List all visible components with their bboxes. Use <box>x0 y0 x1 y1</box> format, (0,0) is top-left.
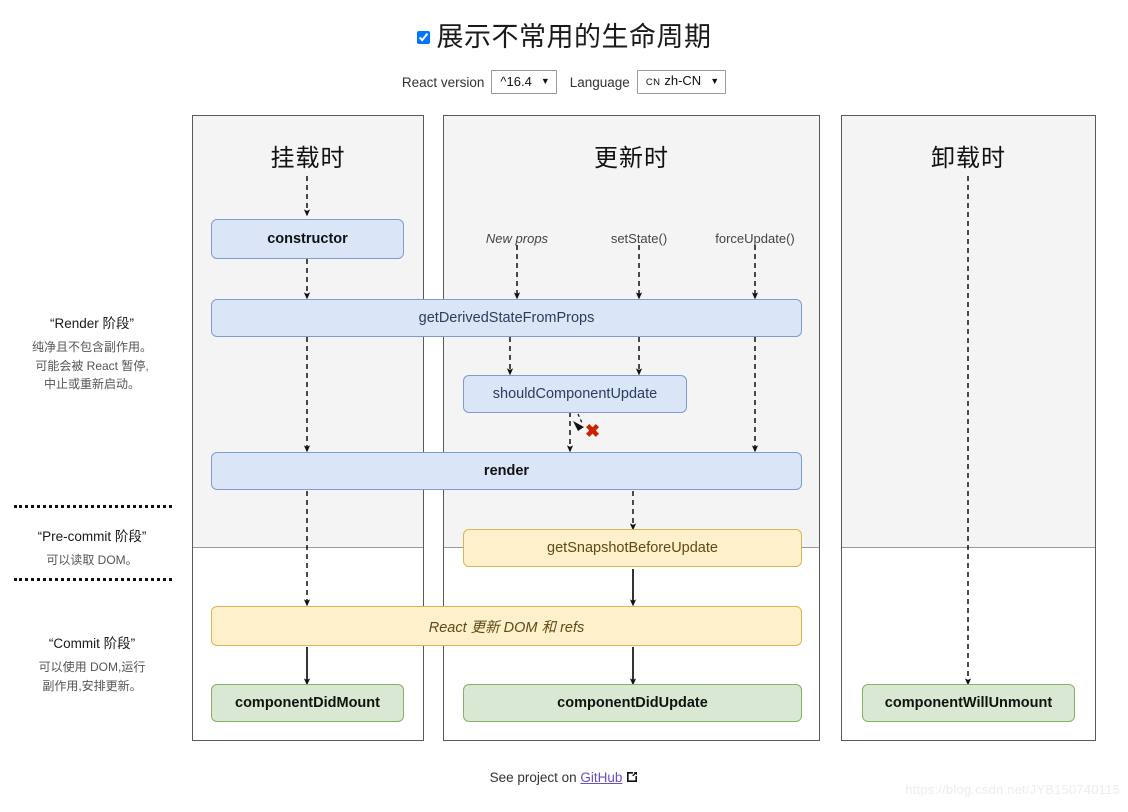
page-title: 展示不常用的生命周期 <box>436 22 712 52</box>
language-label: Language <box>569 74 630 90</box>
phase-render: “Render 阶段” 纯净且不包含副作用。 可能会被 React 暂停, 中止… <box>6 312 178 394</box>
language-country-code: CN <box>645 77 661 88</box>
panel-mounting <box>192 115 424 741</box>
node-render[interactable]: render <box>211 452 802 490</box>
node-constructor[interactable]: constructor <box>211 219 404 259</box>
panel-unmounting <box>841 115 1096 741</box>
phase-pre-commit: “Pre-commit 阶段” 可以读取 DOM。 <box>6 525 178 570</box>
react-version-control: React version ^16.4 ▼ <box>402 70 557 94</box>
external-link-icon <box>626 771 638 786</box>
show-uncommon-lifecycle-checkbox[interactable] <box>416 31 430 44</box>
controls-row: React version ^16.4 ▼ Language CN zh-CN … <box>0 70 1128 94</box>
phase-divider-top <box>14 505 172 508</box>
footer-text: See project on <box>489 770 581 785</box>
phase-render-desc: 纯净且不包含副作用。 可能会被 React 暂停, 中止或重新启动。 <box>31 340 152 392</box>
footer: See project on GitHub <box>0 770 1128 785</box>
node-component-did-update[interactable]: componentDidUpdate <box>463 684 802 722</box>
node-should-component-update[interactable]: shouldComponentUpdate <box>463 375 687 413</box>
panel-mounting-title: 挂载时 <box>270 145 346 172</box>
phase-divider-bottom <box>14 578 172 581</box>
node-react-updates-dom[interactable]: React 更新 DOM 和 refs <box>211 606 802 646</box>
react-version-value: ^16.4 <box>500 74 532 89</box>
phase-render-title: “Render 阶段” <box>49 316 135 331</box>
phase-pre-commit-title: “Pre-commit 阶段” <box>37 529 147 544</box>
language-select[interactable]: CN zh-CN ▼ <box>636 70 727 94</box>
panel-unmounting-title: 卸载时 <box>931 145 1006 172</box>
chevron-down-icon: ▼ <box>710 76 720 86</box>
trigger-new-props: New props <box>485 231 549 246</box>
watermark: https://blog.csdn.net/JYB150740115 <box>905 782 1120 797</box>
phase-commit-title: “Commit 阶段” <box>48 636 136 651</box>
react-version-select[interactable]: ^16.4 ▼ <box>491 70 557 94</box>
chevron-down-icon: ▼ <box>540 76 550 86</box>
trigger-force-update: forceUpdate() <box>715 231 795 246</box>
panel-updating <box>443 115 820 741</box>
node-component-did-mount[interactable]: componentDidMount <box>211 684 404 722</box>
node-get-derived-state-from-props[interactable]: getDerivedStateFromProps <box>211 299 802 337</box>
language-value: zh-CN <box>664 73 702 88</box>
phase-commit: “Commit 阶段” 可以使用 DOM,运行 副作用,安排更新。 <box>6 632 178 695</box>
language-control: Language CN zh-CN ▼ <box>569 70 727 94</box>
trigger-set-state: setState() <box>610 231 668 246</box>
github-link[interactable]: GitHub <box>580 770 623 785</box>
panel-updating-title: 更新时 <box>594 145 669 172</box>
skip-render-x-icon: ✖ <box>585 421 601 441</box>
phase-pre-commit-desc: 可以读取 DOM。 <box>46 553 138 567</box>
node-get-snapshot-before-update[interactable]: getSnapshotBeforeUpdate <box>463 529 802 567</box>
phase-commit-desc: 可以使用 DOM,运行 副作用,安排更新。 <box>38 660 146 693</box>
title-row: 展示不常用的生命周期 <box>0 24 1128 51</box>
node-component-will-unmount[interactable]: componentWillUnmount <box>862 684 1075 722</box>
react-version-label: React version <box>401 74 485 90</box>
